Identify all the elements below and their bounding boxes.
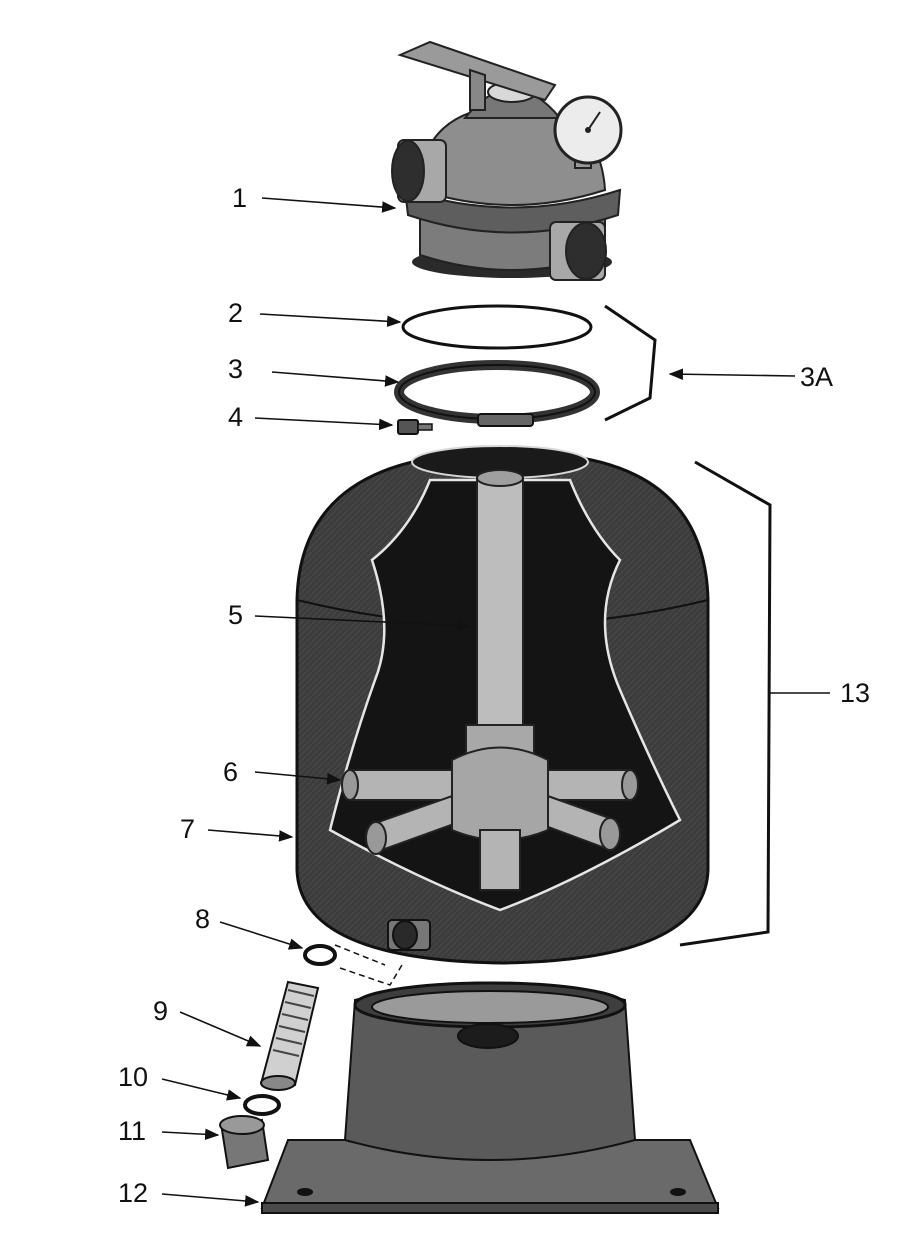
callout-label-1: 1: [232, 183, 247, 213]
leader-9: [179, 1011, 262, 1047]
callout-label-2: 2: [228, 298, 243, 328]
callout-label-9: 9: [153, 996, 168, 1026]
leader-11: [161, 1128, 220, 1141]
callout-label-11: 11: [118, 1116, 146, 1146]
callout-label-3: 3: [228, 354, 243, 384]
clamp-screw: [397, 419, 433, 435]
callout-label-4: 4: [228, 402, 243, 432]
leader-10: [161, 1078, 242, 1101]
leader-3a: [668, 368, 796, 380]
drain-port: [387, 919, 431, 951]
leader-6: [254, 771, 342, 785]
clamp-ring: [394, 360, 600, 427]
callout-label-12: 12: [118, 1178, 148, 1208]
filter-base: [260, 981, 720, 1214]
callout-label-5: 5: [228, 600, 243, 630]
plug-o-ring: [243, 1094, 281, 1116]
callout-label-3a: 3A: [800, 362, 833, 392]
drain-pipe: [260, 980, 320, 1091]
callout-label-10: 10: [118, 1062, 148, 1092]
bracket-3a: [604, 304, 657, 422]
callout-label-7: 7: [180, 814, 195, 844]
pressure-gauge: [553, 95, 623, 169]
leader-12: [161, 1193, 260, 1207]
leader-2: [259, 313, 402, 328]
callout-label-13: 13: [840, 678, 870, 708]
leader-4: [254, 417, 394, 431]
callout-label-8: 8: [195, 904, 210, 934]
drain-o-ring: [303, 944, 337, 966]
o-ring: [401, 304, 593, 350]
leader-3: [271, 371, 400, 387]
leader-1: [261, 197, 397, 213]
valve-port-left: [391, 139, 447, 203]
callout-label-6: 6: [223, 757, 238, 787]
standpipe: [465, 469, 535, 766]
multiport-valve: [391, 40, 623, 281]
lateral-assembly: [341, 746, 639, 891]
leader-5: [254, 615, 472, 632]
leader-7: [207, 829, 294, 842]
valve-port-right: [549, 221, 607, 281]
leader-8: [219, 921, 304, 950]
dashed-guide: [334, 944, 403, 986]
drain-cap: [219, 1115, 270, 1170]
bracket-13: [679, 460, 772, 947]
